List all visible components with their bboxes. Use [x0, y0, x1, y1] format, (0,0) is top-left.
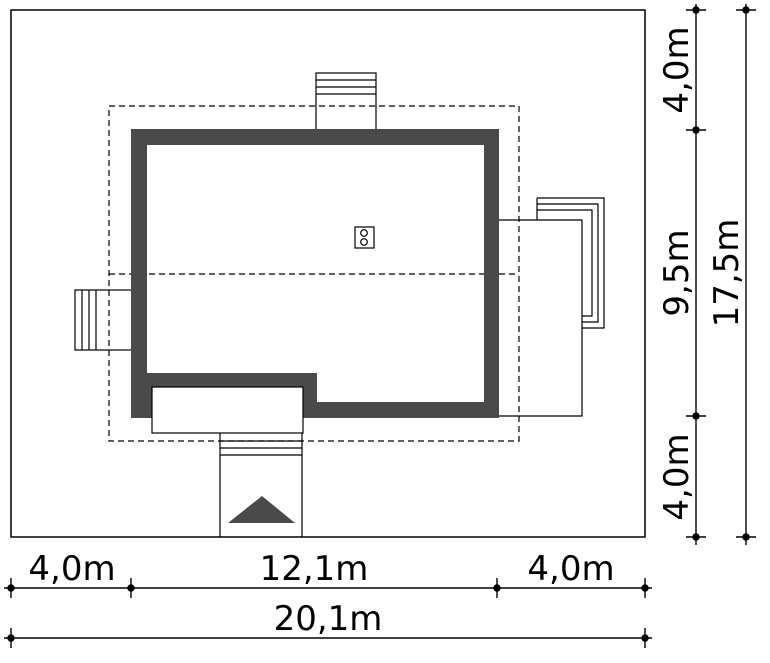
- side-dimension-segments: [686, 4, 706, 545]
- dim-bottom-total: 20,1m: [274, 599, 383, 639]
- right-terrace: [497, 197, 605, 417]
- dim-side-total: 17,5m: [707, 219, 747, 328]
- entrance-arrow-icon: [228, 496, 295, 523]
- front-porch: [151, 386, 304, 434]
- dim-bottom-middle: 12,1m: [260, 549, 369, 589]
- dim-bottom-left: 4,0m: [28, 549, 115, 589]
- side-dimension-total: [736, 4, 756, 545]
- dim-bottom-right: 4,0m: [527, 549, 614, 589]
- dim-side-top: 4,0m: [657, 26, 697, 113]
- bottom-dimension-total: [4, 628, 652, 648]
- chimney-icon: [354, 226, 375, 249]
- left-stairs: [74, 289, 133, 351]
- bottom-dimension-segments: [4, 578, 652, 598]
- dim-side-bottom: 4,0m: [657, 433, 697, 520]
- plot-boundary: [10, 9, 646, 538]
- dim-side-middle: 9,5m: [657, 229, 697, 316]
- top-stairs: [315, 72, 377, 132]
- entrance-path: [219, 433, 303, 537]
